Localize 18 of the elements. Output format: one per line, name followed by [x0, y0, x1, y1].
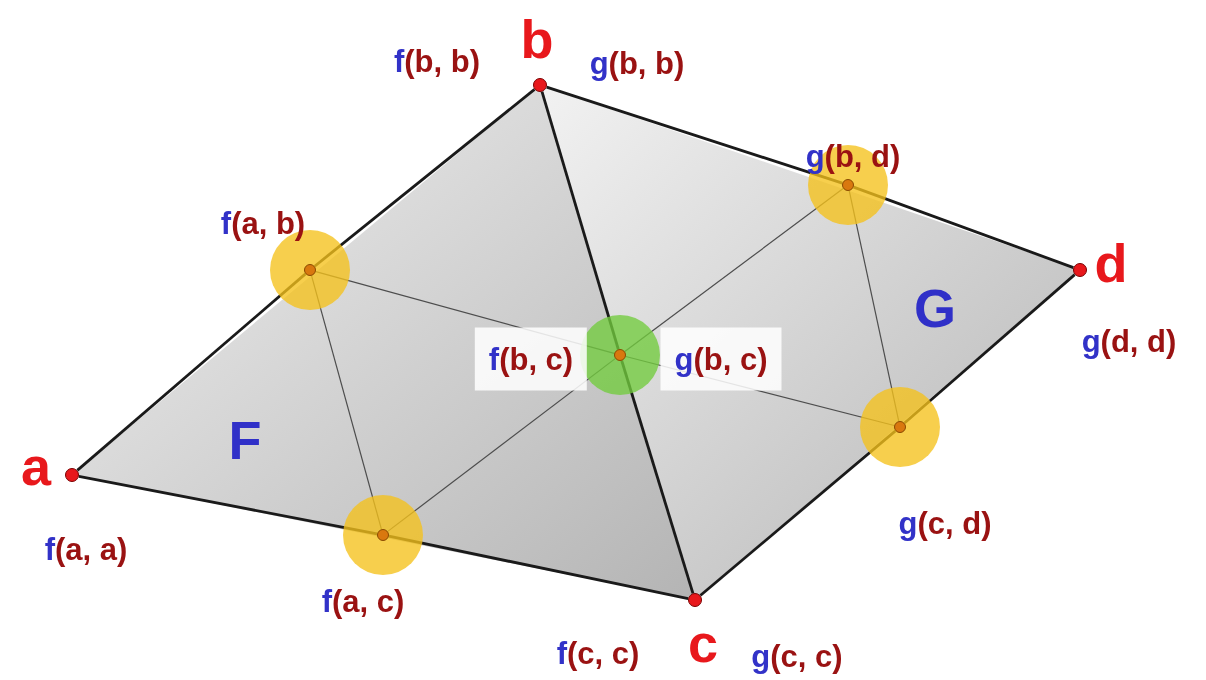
face-label: G: [914, 281, 956, 335]
function-label: g(b, d): [805, 140, 901, 172]
function-label: f(a, a): [44, 533, 128, 565]
vertex-label: a: [21, 439, 51, 493]
function-label: f(c, c): [556, 637, 640, 669]
function-label: f(a, b): [220, 207, 306, 239]
face-label: F: [228, 413, 262, 467]
function-label: g(c, d): [898, 507, 992, 539]
function-label: f(b, c): [474, 327, 588, 391]
function-label: f(a, c): [321, 585, 405, 617]
function-label: g(b, b): [589, 47, 685, 79]
vertex-label: b: [520, 12, 554, 66]
function-label: g(b, c): [660, 327, 782, 391]
function-label: f(b, b): [393, 45, 481, 77]
function-label: g(d, d): [1081, 325, 1177, 357]
vertex-label: c: [688, 616, 718, 670]
function-label: g(c, c): [751, 640, 843, 672]
vertex-label: d: [1094, 236, 1128, 290]
